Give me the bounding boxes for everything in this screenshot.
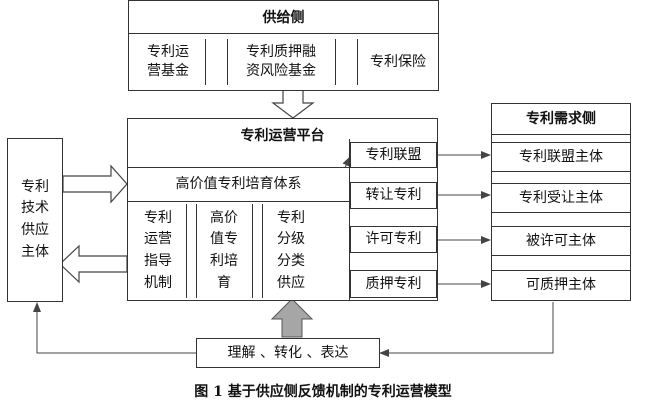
demand-side-title: 专利需求侧 bbox=[492, 104, 630, 135]
feedback-up-arrow bbox=[270, 298, 314, 338]
cultivation-system-box: 高价值专利培育体系 专利 运营 指导 机制 高价 值专 利培 育 专利 分级 分… bbox=[127, 167, 350, 301]
service-to-demand-arrows bbox=[437, 151, 491, 288]
demand-item-alliance-entity: 专利联盟主体 bbox=[492, 142, 630, 172]
supply-cell-pledge-risk-fund: 专利质押融 资风险基金 bbox=[246, 44, 316, 79]
col-divider bbox=[196, 204, 197, 298]
demand-item-pledgeable-entity: 可质押主体 bbox=[492, 270, 630, 299]
cell-divider bbox=[335, 39, 336, 85]
platform-title: 专利运营平台 bbox=[240, 128, 325, 144]
cultivation-col-guidance: 专利 运营 指导 机制 bbox=[144, 209, 172, 291]
service-patent-license: 许可专利 bbox=[350, 226, 437, 253]
demand-side-box: 专利需求侧 专利联盟主体 专利受让主体 被许可主体 可质押主体 bbox=[491, 103, 631, 301]
supply-side-title: 供给侧 bbox=[129, 3, 438, 34]
cell-divider bbox=[227, 39, 228, 85]
service-patent-pledge: 质押专利 bbox=[350, 270, 437, 298]
demand-item-transferee-entity: 专利受让主体 bbox=[492, 183, 630, 213]
cell-divider bbox=[357, 39, 358, 85]
cultivation-col-high-value: 高价 值专 利培 育 bbox=[210, 209, 238, 291]
service-patent-transfer: 转让专利 bbox=[350, 182, 437, 209]
col-divider bbox=[262, 204, 263, 298]
supply-to-platform-arrow bbox=[271, 89, 315, 119]
service-patent-alliance: 专利联盟 bbox=[350, 142, 437, 168]
col-divider bbox=[186, 204, 187, 298]
feedback-box: 理解 、转化 、表达 bbox=[196, 338, 380, 368]
tech-supplier-box: 专利 技术 供应 主体 bbox=[7, 138, 63, 302]
cell-divider bbox=[205, 39, 206, 85]
figure-caption: 图 1 基于供应侧反馈机制的专利运营模型 bbox=[194, 384, 452, 400]
col-divider bbox=[252, 204, 253, 298]
cultivation-col-supply: 专利 分级 分类 供应 bbox=[277, 209, 305, 291]
cultivation-title: 高价值专利培育体系 bbox=[128, 168, 349, 202]
feedback-loop-lines bbox=[33, 302, 554, 357]
supplier-to-cultivation-arrow bbox=[62, 164, 128, 204]
supply-side-box: 供给侧 专利运 营基金 专利质押融 资风险基金 专利保险 bbox=[128, 0, 439, 91]
supply-cell-patent-fund: 专利运 营基金 bbox=[147, 44, 189, 79]
supply-cell-patent-insurance: 专利保险 bbox=[370, 53, 426, 70]
tech-supplier-label: 专利 技术 供应 主体 bbox=[21, 178, 49, 260]
platform-to-supplier-arrow bbox=[59, 244, 128, 284]
demand-item-licensee-entity: 被许可主体 bbox=[492, 226, 630, 256]
